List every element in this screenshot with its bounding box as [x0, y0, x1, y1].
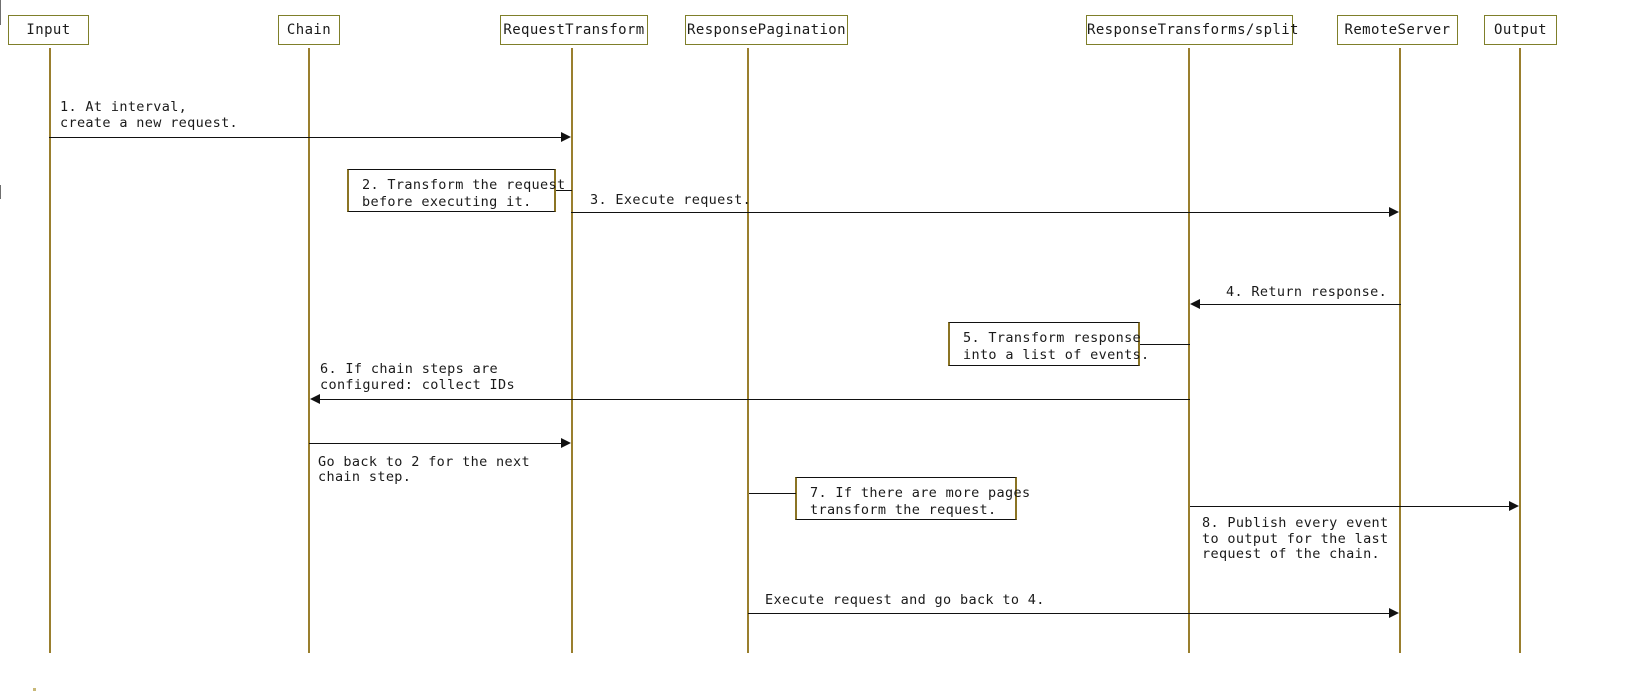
message-8-arrowhead: [1509, 501, 1519, 511]
message-1-arrowhead: [561, 132, 571, 142]
message-8-line: [1190, 506, 1511, 507]
note-5-line1: 5. Transform response: [963, 330, 1142, 346]
left-edge-tick-top: [0, 0, 1, 25]
message-goback-arrowhead: [561, 438, 571, 448]
message-6-label-line2: configured: collect IDs: [320, 377, 515, 393]
participant-response-transforms-split[interactable]: ResponseTransforms/split: [1086, 15, 1298, 45]
lifeline-output: [1519, 48, 1521, 653]
note-2-line2: before executing it.: [362, 194, 532, 210]
lifeline-response-pagination: [747, 48, 749, 653]
message-1-line: [49, 137, 563, 138]
note-7-line2: transform the request.: [810, 502, 997, 518]
participant-input[interactable]: Input: [8, 15, 89, 45]
note-5-line2: into a list of events.: [963, 347, 1150, 363]
message-goback-line: [309, 443, 563, 444]
message-4-arrowhead: [1190, 299, 1200, 309]
message-4-line: [1198, 304, 1401, 305]
lifeline-request-transform: [571, 48, 573, 653]
message-8-label-line2: to output for the last: [1202, 531, 1389, 547]
message-1-label-line2: create a new request.: [60, 115, 239, 131]
participant-response-pagination[interactable]: ResponsePagination: [685, 15, 848, 45]
message-3-label: 3. Execute request.: [590, 192, 752, 208]
message-goback-label-line1: Go back to 2 for the next: [318, 454, 530, 470]
note-2-connector: [556, 190, 572, 191]
message-execute-again-line: [748, 613, 1391, 614]
message-3-arrowhead: [1389, 207, 1399, 217]
lifeline-remote-server: [1399, 48, 1401, 653]
lifeline-chain: [308, 48, 310, 653]
note-2-line1: 2. Transform the request: [362, 177, 566, 193]
message-6-line: [318, 399, 1190, 400]
participant-remote-server[interactable]: RemoteServer: [1337, 15, 1458, 45]
message-6-arrowhead: [310, 394, 320, 404]
message-6-label-line1: 6. If chain steps are: [320, 361, 499, 377]
note-5-connector: [1140, 344, 1190, 345]
left-edge-tick-mid: [0, 185, 1, 199]
message-execute-again-arrowhead: [1389, 608, 1399, 618]
lifeline-response-transforms-split: [1188, 48, 1190, 653]
message-8-label-line1: 8. Publish every event: [1202, 515, 1389, 531]
note-7-line1: 7. If there are more pages: [810, 485, 1031, 501]
message-8-label-line3: request of the chain.: [1202, 546, 1381, 562]
bottom-edge-tick: [33, 688, 36, 691]
lifeline-input: [49, 48, 51, 653]
message-1-label-line1: 1. At interval,: [60, 99, 188, 115]
participant-request-transform[interactable]: RequestTransform: [500, 15, 648, 45]
message-3-line: [571, 212, 1391, 213]
participant-output[interactable]: Output: [1484, 15, 1557, 45]
message-4-label: 4. Return response.: [1226, 284, 1388, 300]
participant-chain[interactable]: Chain: [278, 15, 340, 45]
note-7-connector: [749, 493, 796, 494]
message-execute-again-label: Execute request and go back to 4.: [765, 592, 1045, 608]
message-goback-label-line2: chain step.: [318, 469, 412, 485]
